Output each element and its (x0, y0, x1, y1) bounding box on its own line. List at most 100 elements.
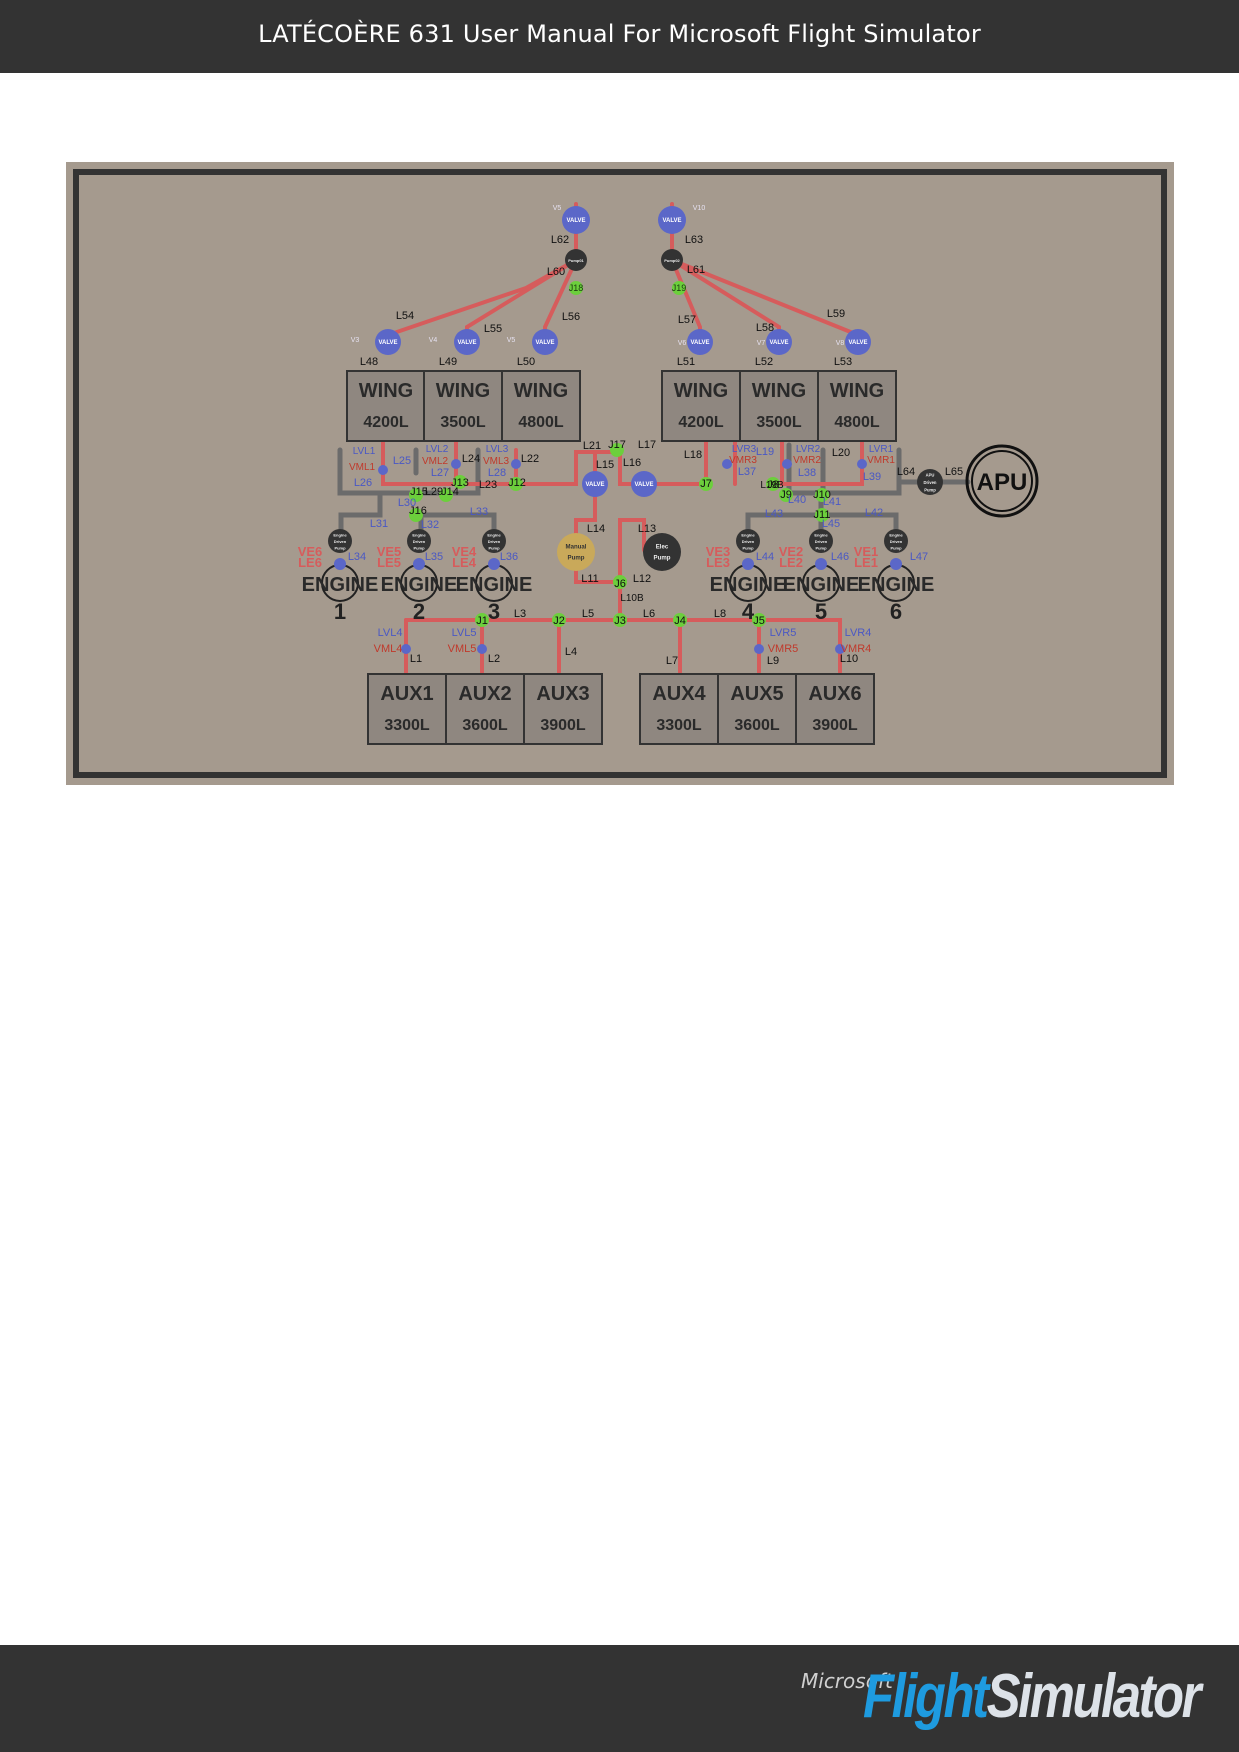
line-label: L29 (425, 486, 443, 498)
engine-label: ENGINE (858, 574, 935, 596)
junction-node (815, 508, 829, 522)
line-label: L14 (587, 523, 605, 535)
fuel-line (337, 447, 481, 496)
line-label: VMR1 (867, 455, 895, 466)
line-label: VML2 (422, 456, 449, 467)
junction-node (672, 281, 686, 295)
junction-node (673, 613, 687, 627)
line-label: L4 (565, 646, 577, 658)
line-label: L53 (834, 356, 852, 368)
tank-label: WING (830, 380, 884, 402)
line-label: J13 (451, 477, 469, 489)
valve-icon (532, 329, 558, 355)
pump-label: Pump (334, 546, 346, 551)
line-label: VMR3 (729, 455, 757, 466)
line-label: J5 (753, 615, 765, 627)
valve-icon (511, 459, 521, 469)
valve-icon (582, 471, 608, 497)
line-label: J1 (476, 615, 488, 627)
valve-icon (890, 558, 902, 570)
line-label: L45 (822, 518, 840, 530)
engine-valve-label: VE6 (298, 544, 323, 559)
valve-icon (722, 459, 732, 469)
apu-icon (965, 444, 1039, 518)
diagram-border (73, 169, 1167, 778)
fuel-line (786, 442, 902, 496)
fuel-tank (639, 673, 719, 745)
line-label: L35 (425, 551, 443, 563)
line-label: L26 (354, 477, 372, 489)
line-label: L40 (788, 494, 806, 506)
tank-capacity: 3300L (656, 717, 702, 734)
tank-label: WING (436, 380, 490, 402)
logo-flight-text: Flight (863, 1662, 989, 1731)
valve-icon (375, 329, 401, 355)
fuel-line (404, 618, 842, 674)
junction-node (409, 488, 423, 502)
valve-icon (378, 465, 388, 475)
engine-label: ENGINE (456, 574, 533, 596)
pump-icon (407, 529, 431, 553)
line-label: L31 (370, 518, 388, 530)
fuel-tank (661, 370, 741, 442)
junction-node (453, 475, 467, 489)
fuel-tank (795, 673, 875, 745)
line-label: L6 (643, 608, 655, 620)
junction-node (409, 508, 423, 522)
valve-label: VALVE (662, 218, 681, 224)
pump-icon (565, 249, 587, 271)
line-label: LVL4 (378, 627, 403, 639)
line-label: L39 (863, 471, 881, 483)
line-label: LVL3 (486, 444, 509, 455)
fuel-tank (423, 370, 503, 442)
line-label: J4 (674, 615, 686, 627)
line-label: L28 (488, 467, 506, 479)
valve-icon (687, 329, 713, 355)
line-label: VML3 (483, 456, 510, 467)
valve-icon (562, 206, 590, 234)
junction-node (613, 613, 627, 627)
valve-icon (835, 644, 845, 654)
line-label: L25 (393, 455, 411, 467)
line-label: L54 (396, 310, 414, 322)
engine-label: ENGINE (710, 574, 787, 596)
pump-icon (328, 529, 352, 553)
line-label: L48 (360, 356, 378, 368)
junction-node (815, 488, 829, 502)
valve-id: V5 (553, 205, 562, 212)
line-label: L21 (583, 440, 601, 452)
line-label: LVL1 (353, 446, 376, 457)
pump-icon (557, 533, 595, 571)
pump-label: Driven (924, 480, 937, 485)
line-label: LVL5 (452, 627, 477, 639)
pump-label: Pump (815, 546, 827, 551)
engine-label: ENGINE (783, 574, 860, 596)
pump-icon (736, 529, 760, 553)
pump-label: Driven (815, 539, 828, 544)
tank-label: WING (359, 380, 413, 402)
line-label: L36 (500, 551, 518, 563)
line-label: L30 (398, 497, 416, 509)
line-label: J10 (813, 489, 831, 501)
fuel-tank (817, 370, 897, 442)
engine-valve-label: VE2 (779, 544, 804, 559)
line-label: L56 (562, 311, 580, 323)
engine-number: 1 (334, 599, 346, 624)
tank-capacity: 3300L (384, 717, 430, 734)
line-label: L10 (840, 653, 858, 665)
line-label: VMR4 (841, 643, 872, 655)
valve-icon (742, 558, 754, 570)
pump-label: Pump (654, 554, 671, 561)
valve-id: V10 (693, 205, 706, 212)
junction-node (610, 443, 624, 457)
fuel-line (745, 490, 824, 539)
logo-microsoft-text: Microsoft (801, 1669, 893, 1693)
valve-icon (658, 206, 686, 234)
line-label: VMR2 (793, 455, 821, 466)
line-label: L63 (685, 234, 703, 246)
valve-icon (454, 329, 480, 355)
valve-icon (488, 558, 500, 570)
valve-id: V6 (678, 340, 687, 347)
pump-label: Engine (889, 532, 903, 537)
valve-label: VALVE (378, 340, 397, 346)
